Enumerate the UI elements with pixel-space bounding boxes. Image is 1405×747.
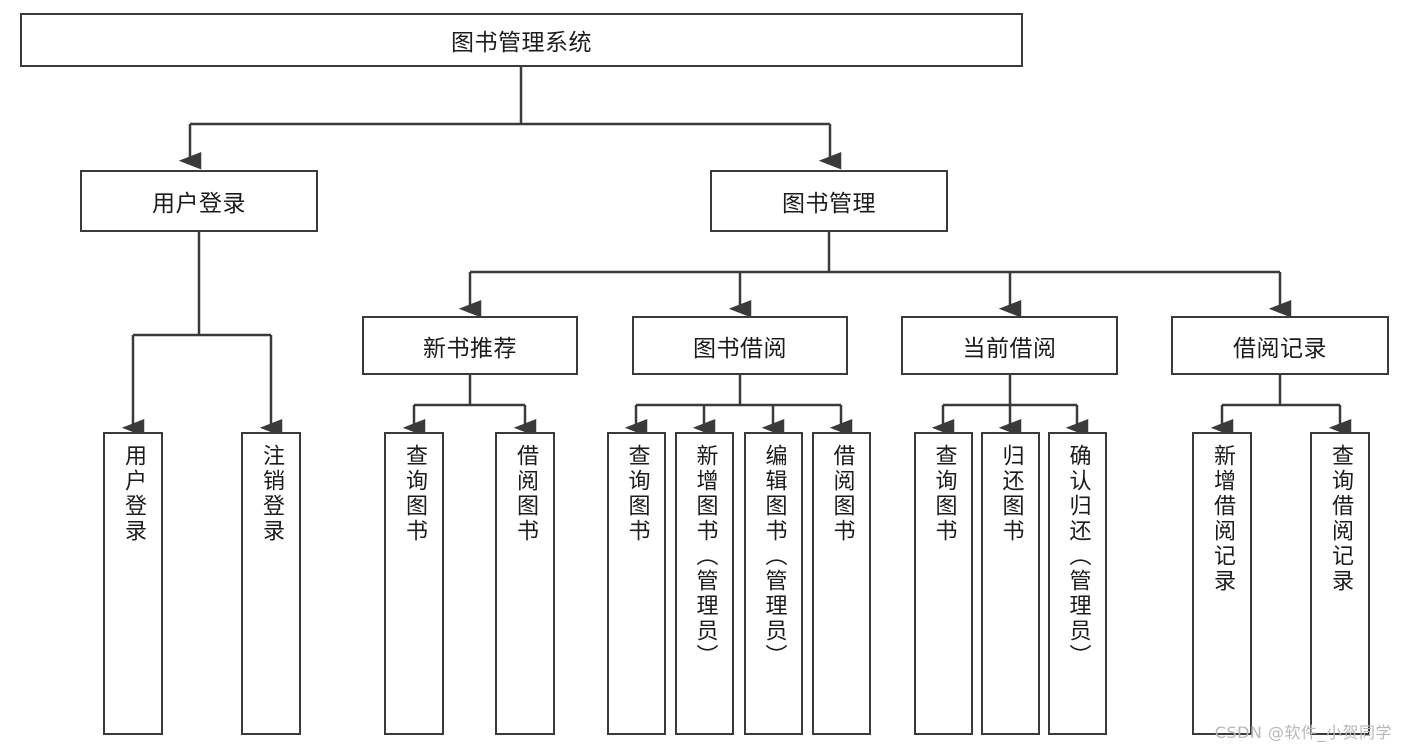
node-book-manage[interactable]: 图书管理: [710, 170, 948, 232]
leaf-borrow-book-2[interactable]: 借阅图书: [812, 432, 871, 735]
leaf-borrow-book-1[interactable]: 借阅图书: [495, 432, 555, 735]
leaf-add-record-label: 新增借阅记录: [1210, 444, 1235, 594]
leaf-query-book-1-label: 查询图书: [402, 444, 427, 544]
node-borrow-record[interactable]: 借阅记录: [1171, 316, 1389, 375]
leaf-logout[interactable]: 注销登录: [241, 432, 301, 735]
leaf-add-book[interactable]: 新增图书（管理员）: [675, 432, 734, 735]
leaf-query-book-2[interactable]: 查询图书: [607, 432, 666, 735]
leaf-logout-label: 注销登录: [259, 444, 284, 544]
node-current-borrow-label: 当前借阅: [962, 335, 1057, 362]
leaf-add-record[interactable]: 新增借阅记录: [1192, 432, 1252, 735]
leaf-borrow-book-2-label: 借阅图书: [829, 444, 855, 544]
leaf-query-book-2-label: 查询图书: [624, 444, 650, 544]
node-book-borrow[interactable]: 图书借阅: [632, 316, 848, 375]
node-book-manage-label: 图书管理: [782, 191, 876, 217]
leaf-edit-book[interactable]: 编辑图书（管理员）: [744, 432, 803, 735]
leaf-add-book-label: 新增图书（管理员）: [692, 444, 718, 669]
leaf-user-login[interactable]: 用户登录: [103, 432, 163, 735]
leaf-query-book-3-label: 查询图书: [931, 444, 957, 544]
leaf-confirm-return[interactable]: 确认归还（管理员）: [1048, 432, 1107, 735]
node-borrow-record-label: 借阅记录: [1233, 335, 1327, 362]
node-root-system[interactable]: 图书管理系统: [20, 13, 1023, 67]
leaf-return-book-label: 归还图书: [998, 444, 1024, 544]
node-root-system-label: 图书管理系统: [451, 30, 592, 56]
leaf-edit-book-label: 编辑图书（管理员）: [761, 444, 787, 669]
leaf-user-login-label: 用户登录: [121, 444, 146, 544]
node-user-login[interactable]: 用户登录: [80, 170, 318, 232]
leaf-query-book-3[interactable]: 查询图书: [914, 432, 973, 735]
csdn-watermark: CSDN @软件_小贺同学: [1214, 723, 1392, 742]
leaf-query-record[interactable]: 查询借阅记录: [1310, 432, 1370, 735]
leaf-confirm-return-label: 确认归还（管理员）: [1065, 444, 1091, 669]
node-new-book-rec[interactable]: 新书推荐: [362, 316, 578, 375]
node-user-login-label: 用户登录: [152, 191, 246, 217]
node-book-borrow-label: 图书借阅: [693, 335, 787, 362]
leaf-query-book-1[interactable]: 查询图书: [384, 432, 444, 735]
leaf-return-book[interactable]: 归还图书: [981, 432, 1040, 735]
node-current-borrow[interactable]: 当前借阅: [901, 316, 1118, 375]
leaf-query-record-label: 查询借阅记录: [1328, 444, 1353, 594]
leaf-borrow-book-1-label: 借阅图书: [513, 444, 538, 544]
node-new-book-rec-label: 新书推荐: [423, 335, 517, 362]
